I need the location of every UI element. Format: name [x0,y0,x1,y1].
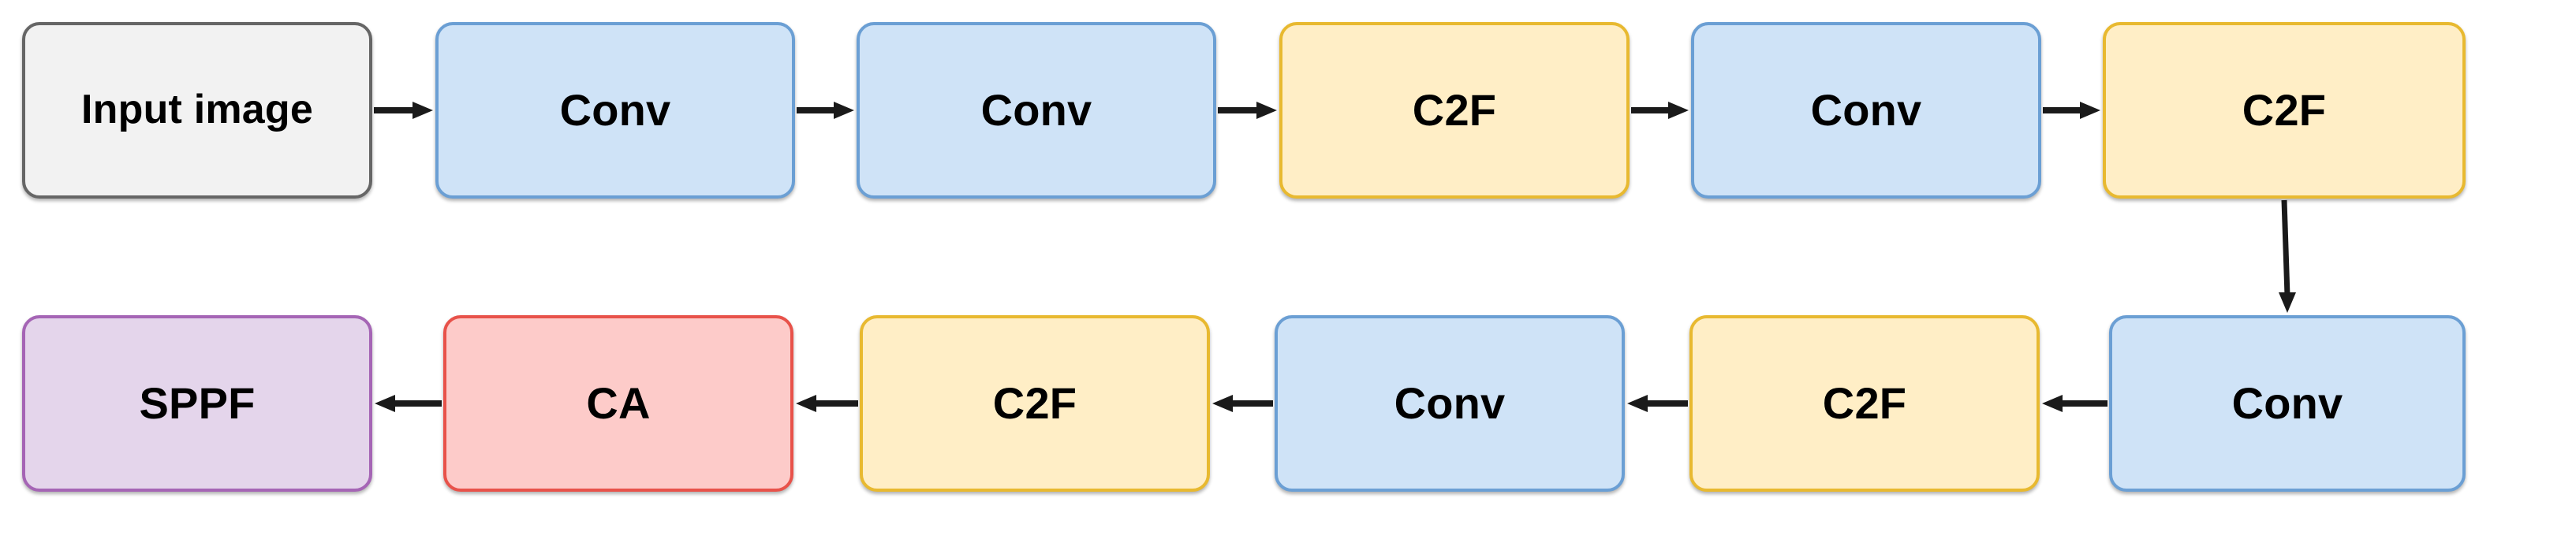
node-label-conv-2: Conv [980,85,1092,136]
edge-conv-5-to-c2f-4 [1212,395,1273,412]
edge-c2f-4-to-ca [796,395,858,412]
node-label-conv-5: Conv [1394,378,1506,429]
node-c2f-3[interactable]: C2F [1689,315,2040,492]
edge-c2f-2-to-conv-4 [2279,199,2296,313]
node-conv-1[interactable]: Conv [435,22,795,199]
node-ca[interactable]: CA [443,315,793,492]
node-label-c2f-4: C2F [992,378,1077,429]
node-label-conv-1: Conv [559,85,671,136]
node-input-image[interactable]: Input image [22,22,372,199]
node-sppf[interactable]: SPPF [22,315,372,492]
node-conv-5[interactable]: Conv [1275,315,1625,492]
node-conv-3[interactable]: Conv [1691,22,2041,199]
node-c2f-1[interactable]: C2F [1279,22,1630,199]
edge-c2f-3-to-conv-5 [1627,395,1688,412]
node-label-conv-4: Conv [2231,378,2343,429]
edge-conv-3-to-c2f-2 [2043,102,2100,119]
edge-input-image-to-conv-1 [374,102,433,119]
edge-conv-4-to-c2f-3 [2042,395,2107,412]
edge-conv-2-to-c2f-1 [1218,102,1277,119]
node-conv-2[interactable]: Conv [857,22,1216,199]
node-conv-4[interactable]: Conv [2109,315,2466,492]
edge-ca-to-sppf [375,395,442,412]
node-c2f-2[interactable]: C2F [2103,22,2466,199]
node-label-c2f-3: C2F [1822,378,1907,429]
node-label-c2f-2: C2F [2242,85,2327,136]
edge-c2f-1-to-conv-3 [1631,102,1689,119]
node-label-input-image: Input image [81,87,313,133]
node-label-sppf: SPPF [139,378,256,429]
node-label-ca: CA [586,378,651,429]
edge-conv-1-to-conv-2 [797,102,854,119]
node-c2f-4[interactable]: C2F [860,315,1210,492]
node-label-conv-3: Conv [1810,85,1922,136]
node-label-c2f-1: C2F [1412,85,1497,136]
